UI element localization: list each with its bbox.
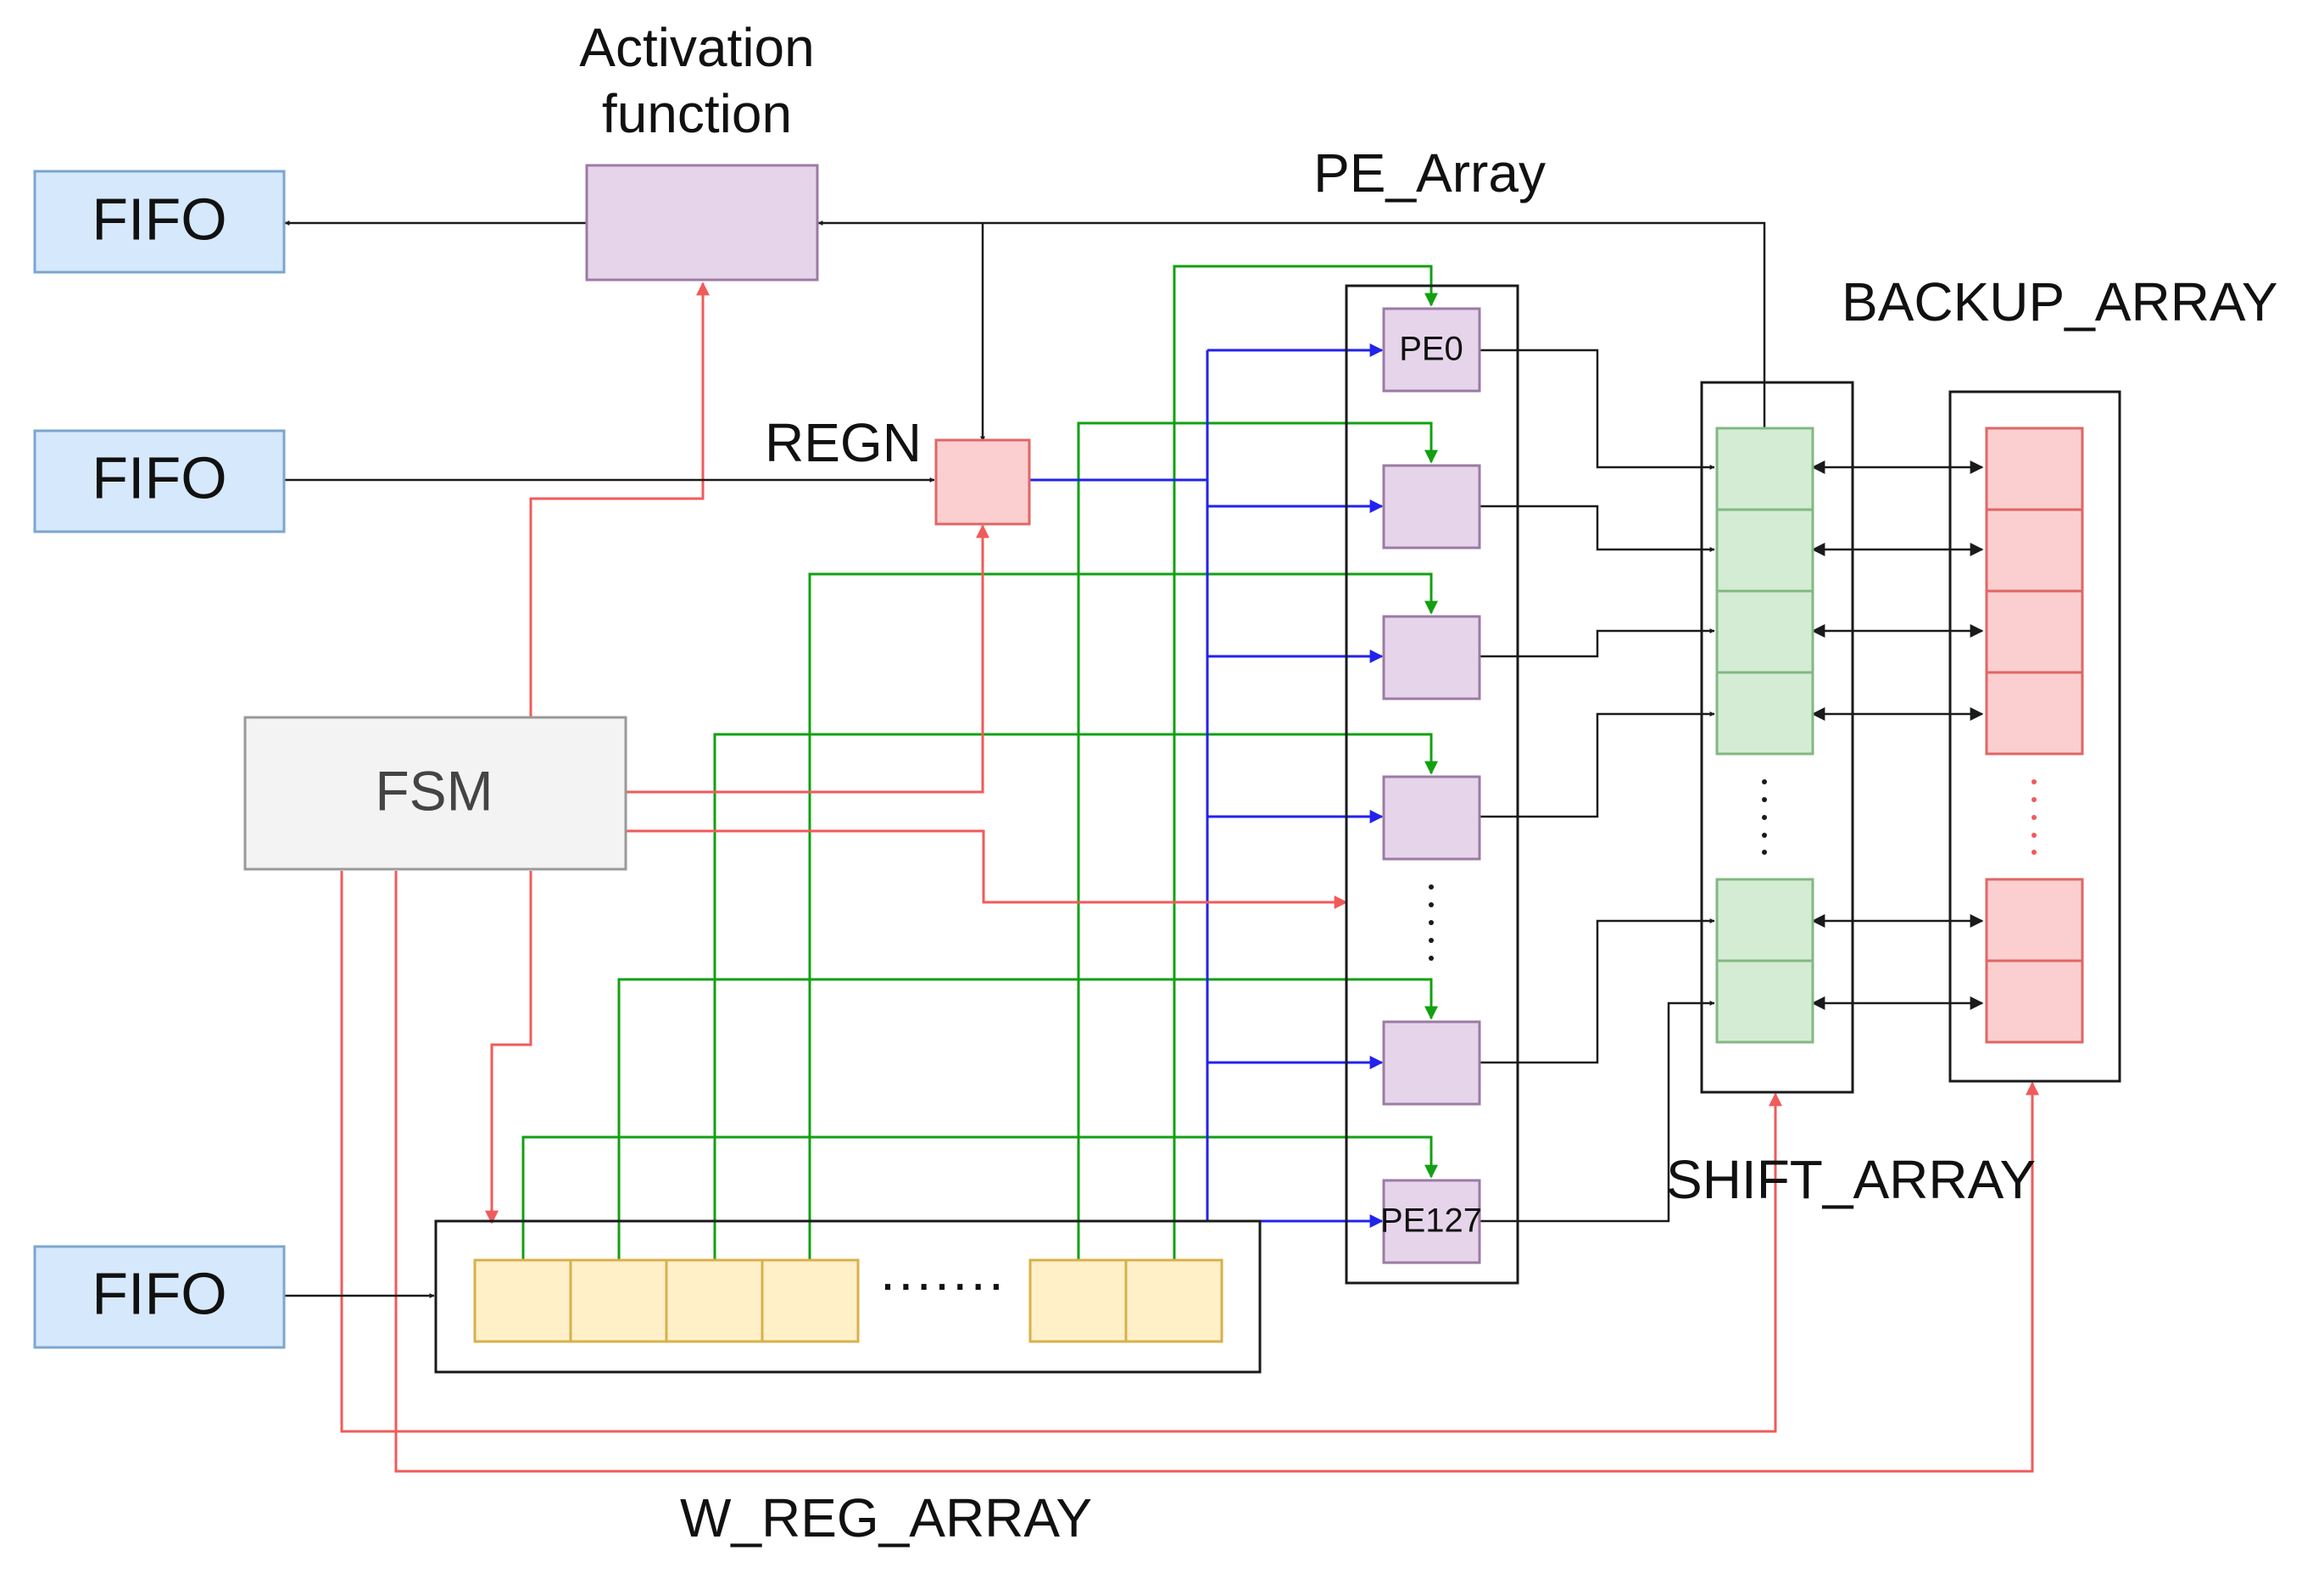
backup-array-frame	[1948, 390, 2121, 1083]
pe-0-label: PE0	[1399, 331, 1463, 368]
blue-input-wires	[1029, 343, 1384, 1228]
w-reg-array-frame	[434, 1219, 1262, 1374]
pe-array: PE0 PE127	[1345, 284, 1519, 1285]
green-wire-4	[713, 733, 1438, 1259]
pe-2	[1382, 615, 1481, 700]
shift-backup-links	[1811, 460, 1984, 1010]
fifo-middle: FIFO	[33, 429, 286, 533]
wire-shift-to-activation	[817, 220, 1766, 428]
shift-cell	[1715, 959, 1814, 1044]
backup-array	[1948, 390, 2121, 1083]
fifo-top: FIFO	[33, 170, 286, 274]
fifo-top-label: FIFO	[92, 186, 226, 252]
green-wire-1	[1173, 265, 1438, 1259]
activation-function-title-line1: Activation	[579, 17, 814, 78]
fifo-top-box	[33, 170, 286, 274]
shift-cell	[1715, 427, 1814, 511]
wire-pe2-to-shift	[1480, 628, 1715, 658]
pe-127-label: PE127	[1380, 1202, 1482, 1240]
w-reg-dots: ·······	[878, 1252, 1005, 1314]
red-wire-wreg	[485, 871, 532, 1224]
wire-pe1-to-shift	[1480, 505, 1715, 552]
red-wire-shift	[340, 871, 1782, 1433]
shift-array	[1700, 381, 1854, 1094]
pe-ellipsis	[1429, 884, 1434, 961]
blue-bus	[1029, 350, 1209, 1221]
regn	[934, 438, 1031, 526]
red-wire-regn	[626, 524, 989, 794]
wire-pe127-to-shift	[1480, 1001, 1715, 1223]
green-weight-wires	[521, 265, 1438, 1259]
shift-array-frame	[1700, 381, 1854, 1094]
w-reg-cell	[665, 1258, 764, 1343]
shift-ellipsis	[1762, 779, 1767, 855]
backup-ellipsis	[2031, 779, 2037, 855]
fifo-bottom-box	[33, 1245, 286, 1349]
backup-cell	[1985, 508, 2084, 593]
w-reg-cell	[473, 1258, 572, 1343]
w-reg-cell	[1028, 1258, 1128, 1343]
backup-cell	[1985, 589, 2084, 674]
w-reg-cell	[1124, 1258, 1223, 1343]
shift-cell	[1715, 589, 1814, 674]
activation-function	[585, 164, 819, 282]
backup-cell	[1985, 671, 2084, 756]
red-wire-activation	[529, 282, 710, 717]
fsm-box	[243, 716, 627, 871]
green-wire-6	[521, 1135, 1438, 1259]
shift-cell	[1715, 508, 1814, 593]
wire-pe0-to-shift	[1480, 349, 1715, 470]
w-reg-array-title: W_REG_ARRAY	[680, 1487, 1092, 1548]
shift-cell	[1715, 671, 1814, 756]
backup-array-title: BACKUP_ARRAY	[1842, 271, 2278, 332]
w-reg-cell	[569, 1258, 668, 1343]
pe-array-frame	[1345, 284, 1519, 1285]
backup-cell	[1985, 427, 2084, 511]
pe-3	[1382, 775, 1481, 861]
pe-0	[1382, 307, 1481, 393]
pe-126	[1382, 1020, 1481, 1106]
wire-pe3-to-shift	[1480, 711, 1715, 818]
activation-function-box	[585, 164, 819, 282]
green-wire-5	[617, 978, 1438, 1259]
backup-cell	[1985, 959, 2084, 1044]
green-wire-3	[808, 572, 1438, 1259]
black-data-wires	[284, 220, 1766, 1298]
fifo-middle-label: FIFO	[92, 444, 226, 510]
backup-cell	[1985, 878, 2084, 962]
fifo-bottom: FIFO	[33, 1245, 286, 1349]
pe-1	[1382, 464, 1481, 549]
red-control-wires	[340, 282, 2039, 1473]
regn-title: REGN	[765, 412, 922, 473]
red-wire-backup	[394, 871, 2039, 1473]
regn-box	[934, 438, 1031, 526]
pe-127	[1382, 1179, 1481, 1264]
activation-function-title-line2: function	[602, 83, 792, 144]
shift-array-title: SHIFT_ARRAY	[1666, 1149, 2036, 1210]
w-reg-cell	[761, 1258, 860, 1343]
fifo-middle-box	[33, 429, 286, 533]
wire-pe126-to-shift	[1480, 918, 1715, 1064]
green-wire-2	[1077, 421, 1438, 1259]
fsm: FSM	[243, 716, 627, 871]
shift-cell	[1715, 878, 1814, 962]
pe-array-title: PE_Array	[1313, 142, 1546, 204]
w-reg-array: ·······	[434, 1219, 1262, 1374]
fifo-bottom-label: FIFO	[92, 1260, 226, 1326]
red-wire-pe-array	[626, 829, 1348, 909]
fsm-label: FSM	[375, 759, 493, 822]
